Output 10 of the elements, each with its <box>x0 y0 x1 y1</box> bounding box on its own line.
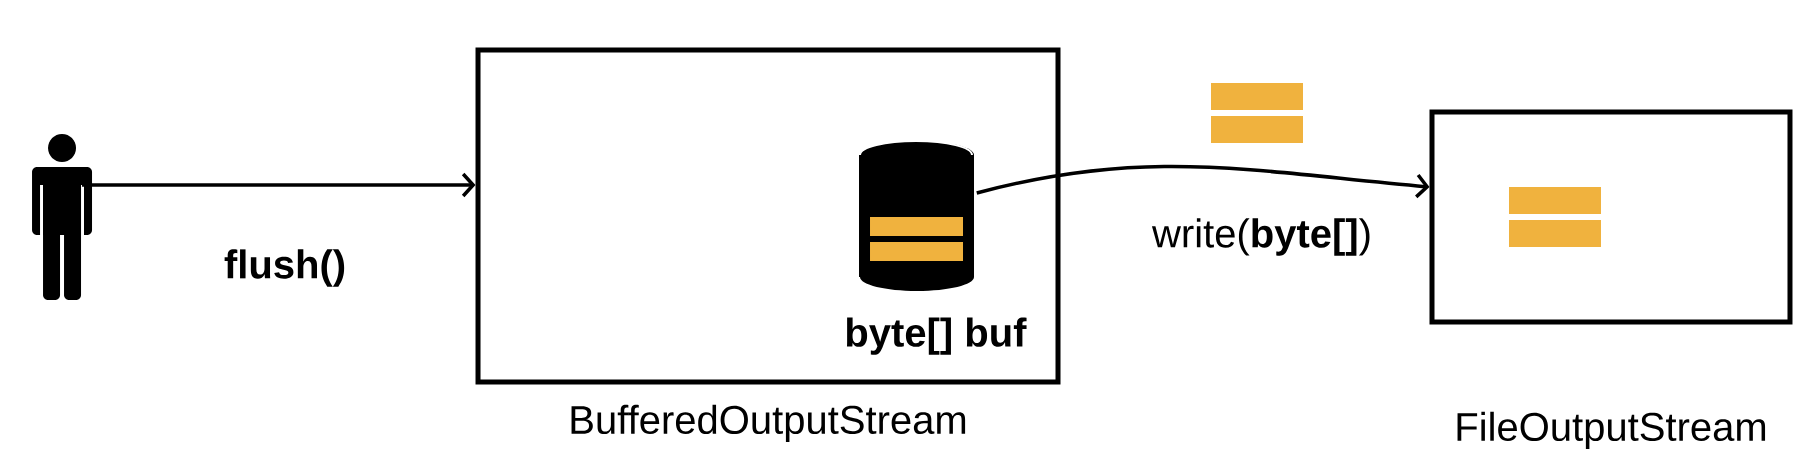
stream-box: FileOutputStream <box>1429 109 1793 449</box>
edge-label: flush() <box>221 247 349 289</box>
arrow <box>82 172 476 198</box>
buffer-label: byte[] buf <box>846 317 1027 355</box>
edge-label: write(byte[]) <box>1150 216 1374 258</box>
arrow <box>976 164 1430 199</box>
person-drawing <box>32 134 93 300</box>
node-label: BufferedOutputStream <box>571 404 966 443</box>
buffer-cylinder-drawing <box>859 140 974 291</box>
node-label: FileOutputStream <box>1457 411 1766 450</box>
